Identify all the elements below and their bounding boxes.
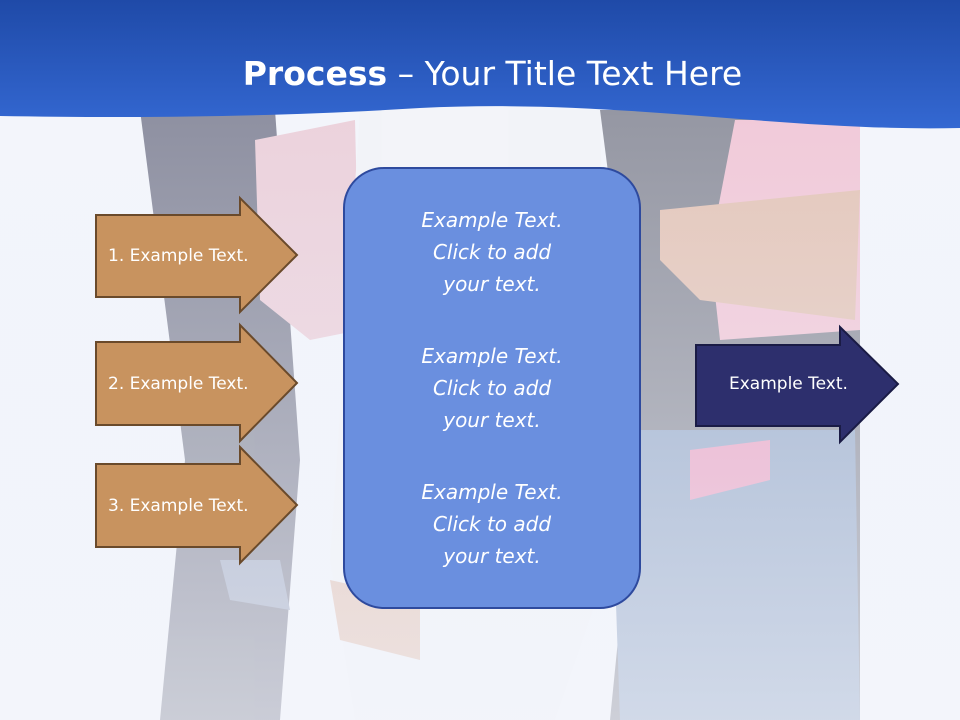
title-bold: Process <box>242 54 388 93</box>
result-arrow <box>695 324 900 445</box>
center-box[interactable]: Example Text. Click to add your text. Ex… <box>344 168 640 608</box>
process-arrow-3 <box>95 444 299 566</box>
result-arrow-label[interactable]: Example Text. <box>729 374 848 394</box>
slide-title: Process – Your Title Text Here <box>0 48 960 100</box>
center-item-1[interactable]: Example Text. Click to add your text. <box>421 208 563 296</box>
process-arrow-3-label[interactable]: 3. Example Text. <box>108 496 249 516</box>
process-arrow-2-label[interactable]: 2. Example Text. <box>108 374 249 394</box>
header-band <box>0 0 960 129</box>
center-item-2[interactable]: Example Text. Click to add your text. <box>421 344 563 432</box>
title-rest: – Your Title Text Here <box>387 54 743 93</box>
center-box-shape <box>343 167 641 609</box>
center-item-3[interactable]: Example Text. Click to add your text. <box>421 480 563 568</box>
process-arrow-2 <box>95 322 299 444</box>
process-arrow-1 <box>95 195 299 315</box>
process-arrow-1-label[interactable]: 1. Example Text. <box>108 246 249 266</box>
